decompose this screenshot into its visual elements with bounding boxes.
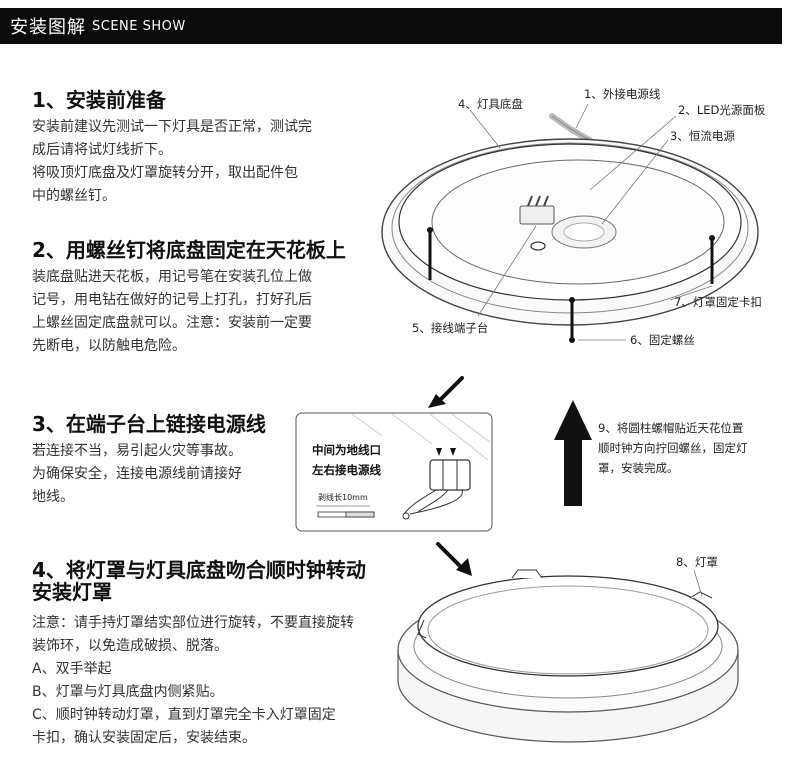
step-1-title: 1、安装前准备 <box>32 88 166 112</box>
step-1-line: 成后请将试灯线折下。 <box>32 142 172 158</box>
step-2-line: 装底盘贴进天花板，用记号笔在安装孔位上做 <box>32 269 312 285</box>
step-3-line: 地线。 <box>32 489 74 505</box>
step-3-body: 若连接不当，易引起火灾等事故。 为确保安全，连接电源线前请接好 地线。 <box>32 440 242 509</box>
terminal-label-power: 左右接电源线 <box>311 463 381 477</box>
step-4-line: 卡扣，确认安装固定后，安装结束。 <box>32 730 256 746</box>
lamp-base-diagram: 4、灯具底盘 1、外接电源线 2、LED光源面板 3、恒流电源 7、灯罩固定卡扣… <box>381 87 766 347</box>
arrow-to-shade-icon <box>436 542 472 576</box>
label-fixing-screw: 6、固定螺丝 <box>630 333 695 347</box>
step-1-line: 安装前建议先测试一下灯具是否正常，测试完 <box>32 119 312 135</box>
label-base-plate: 4、灯具底盘 <box>458 97 523 111</box>
step-4-line: B、灯罩与灯具底盘内侧紧贴。 <box>32 684 224 700</box>
label-shade: 8、灯罩 <box>676 555 718 569</box>
step-4-title: 4、将灯罩与灯具底盘吻合顺时钟转动 <box>32 558 366 582</box>
step-3-title: 3、在端子台上链接电源线 <box>32 412 266 436</box>
arrow-up-icon <box>554 400 592 506</box>
label-led-panel: 2、LED光源面板 <box>678 103 766 117</box>
step-4-line: A、双手举起 <box>32 661 112 677</box>
step-3-line: 若连接不当，易引起火灾等事故。 <box>32 443 242 459</box>
step-4-line: C、顺时钟转动灯罩，直到灯罩完全卡入灯罩固定 <box>32 707 336 723</box>
step-2-line: 上螺丝固定底盘就可以。注意：安装前一定要 <box>32 315 312 331</box>
section-header: 安装图解 SCENE SHOW <box>0 8 782 44</box>
label-driver: 3、恒流电源 <box>670 129 735 143</box>
label-power-cable: 1、外接电源线 <box>584 87 661 101</box>
step-4-line: 注意：请手持灯罩结实部位进行旋转，不要直接旋转 <box>32 615 354 631</box>
step-1-line: 中的螺丝钉。 <box>32 188 116 204</box>
step-2-line: 先断电，以防触电危险。 <box>32 338 186 354</box>
arrow-to-terminal-icon <box>428 376 464 408</box>
step9-line: 顺时钟方向拧回螺丝，固定灯 <box>598 441 748 455</box>
terminal-wiring-box: 中间为地线口 左右接电源线 剥线长10mm <box>295 412 493 532</box>
step9-line: 9、将圆柱螺帽贴近天花位置 <box>598 421 743 435</box>
terminal-label-ground: 中间为地线口 <box>312 443 381 457</box>
step-1-body: 安装前建议先测试一下灯具是否正常，测试完 成后请将试灯线折下。 将吸顶灯底盘及灯… <box>32 116 312 208</box>
step-4-line: 装饰环，以免造成破损、脱落。 <box>32 638 228 654</box>
header-subtitle: SCENE SHOW <box>92 18 186 34</box>
step-4-body: 注意：请手持灯罩结实部位进行旋转，不要直接旋转 装饰环，以免造成破损、脱落。 A… <box>32 612 354 750</box>
terminal-strip-length: 剥线长10mm <box>318 492 368 502</box>
lamp-shade-diagram: 8、灯罩 <box>397 555 739 743</box>
step-3-line: 为确保安全，连接电源线前请接好 <box>32 466 242 482</box>
step-4-title-cont: 安装灯罩 <box>32 580 112 604</box>
step-1-line: 将吸顶灯底盘及灯罩旋转分开，取出配件包 <box>32 165 298 181</box>
step-2-title: 2、用螺丝钉将底盘固定在天花板上 <box>32 238 346 262</box>
step-2-body: 装底盘贴进天花板，用记号笔在安装孔位上做 记号，用电钻在做好的记号上打孔，打好孔… <box>32 266 312 358</box>
step-2-line: 记号，用电钻在做好的记号上打孔，打好孔后 <box>32 292 312 308</box>
step9-line: 罩，安装完成。 <box>598 461 679 475</box>
label-terminal-block: 5、接线端子台 <box>412 321 488 335</box>
label-shade-clip: 7、灯罩固定卡扣 <box>674 295 762 309</box>
header-title: 安装图解 <box>10 17 86 38</box>
